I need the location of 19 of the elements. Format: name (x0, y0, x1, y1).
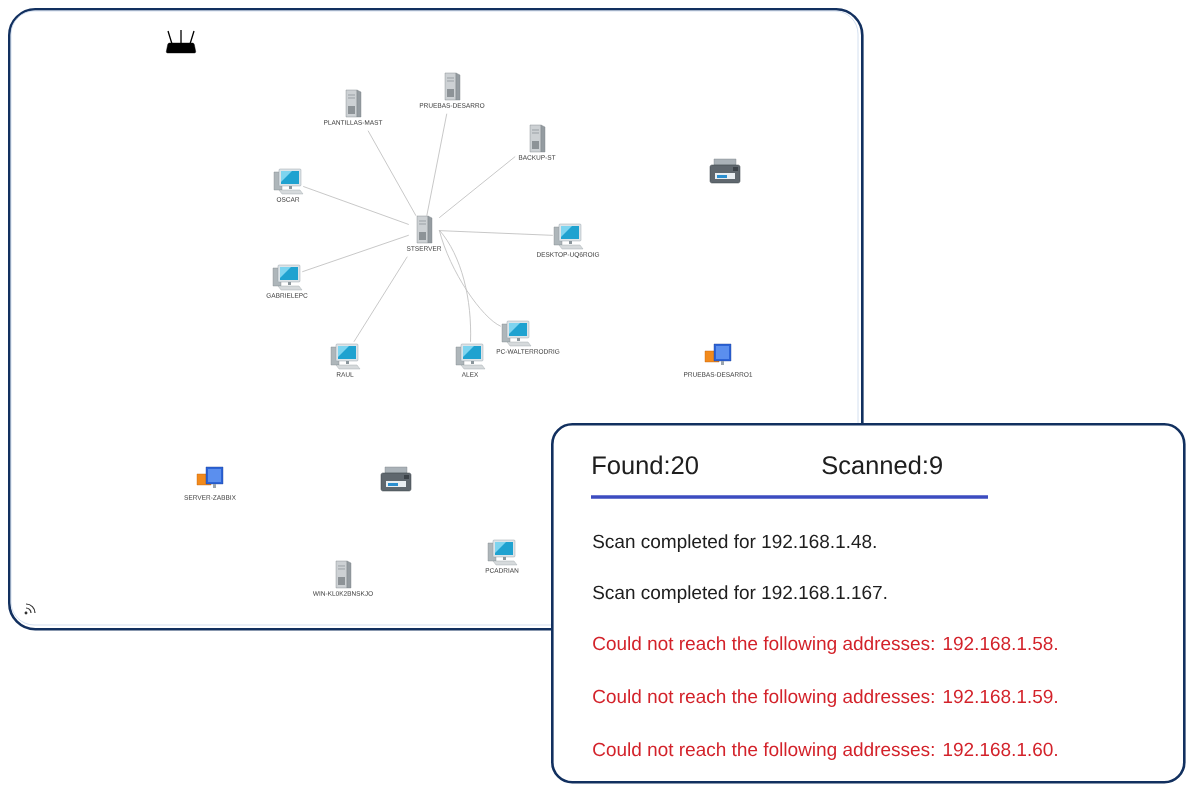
connector-line (302, 186, 410, 225)
printer-icon (709, 158, 741, 184)
connector-line (426, 113, 448, 217)
printer-icon (380, 466, 412, 492)
error-message: Could not reach the following addresses: 192.168.1.59. (593, 689, 1057, 707)
connector-line (367, 130, 417, 217)
error-message: Could not reach the following addresses: 192.168.1.60. (593, 742, 1057, 760)
connector-line (353, 256, 408, 343)
connector-line (438, 230, 554, 236)
status-message: Scan completed for 192.168.1.48. (593, 534, 876, 552)
router-icon (166, 29, 196, 54)
status-message: Scan completed for 192.168.1.167. (593, 585, 887, 603)
connector-line (438, 229, 472, 343)
connector-line (438, 229, 502, 327)
error-message: Could not reach the following addresses: 192.168.1.58. (593, 636, 1057, 654)
connector-line (301, 234, 410, 273)
count-label: Found:20 (593, 455, 698, 475)
connector-line (438, 156, 516, 219)
count-label: Scanned:9 (822, 455, 942, 475)
